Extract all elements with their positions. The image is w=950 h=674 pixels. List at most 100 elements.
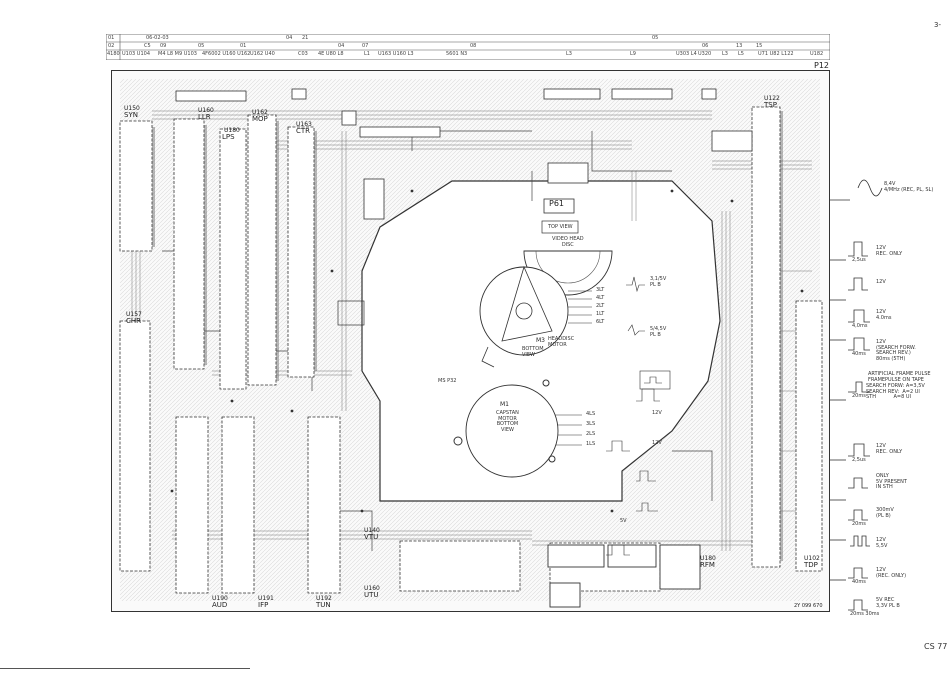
wave-8-label: 12V REC. ONLY [876,443,903,455]
timing-5: 2,5us [852,457,866,463]
chip-tdp-label: TDP [804,561,818,569]
ref-r1-c4: 21 [302,35,309,41]
ref-r3-c6: C03 [298,51,308,57]
chip-ifp-label: IFP [258,601,269,609]
wave-small-3: 12V [652,410,662,416]
ref-r3-c10: 5601 N3 [446,51,468,57]
ref-r2-c2: C5 [144,43,151,49]
ref-r2-c11: 15 [756,43,763,49]
wave-10-label: 300mV (PL B) [876,507,894,519]
wave-small-2: 5/4,5V PL B [650,326,667,338]
video-head-disc-label: VIDEO HEAD DISC [552,236,584,248]
chip-u163-id: U163 [296,121,312,128]
ref-r3-c7: 4E U80 L8 [318,51,344,57]
pcb-board: U150 SYN U160 LLR U180 LPS U162 MOP U163… [111,70,830,612]
ref-r3-c11: L3 [566,51,572,57]
timing-3: 40ms [852,351,866,357]
ref-r1-c2: 06-02-03 [146,35,169,41]
wave-6-label: ARTIFICIAL FRAME PULSE FRAMEPULSE ON TAP… [868,371,931,383]
ref-r3-c14: U320 [698,51,712,57]
chip-u122-id: U122 [764,95,780,102]
ref-r3-c18: U182 [810,51,824,57]
ms-label: MS P32 [438,378,457,384]
capstan-motor-label: CAPSTAN MOTOR BOTTOM VIEW [496,410,519,433]
ref-r2-c7: 07 [362,43,369,49]
board-label: P12 [814,61,830,70]
wave-1-label: 8,4V 4/MHz (REC, PL, SL) [884,181,934,193]
chip-lps-label: LPS [222,133,235,141]
chip-llr-label: LLR [198,113,211,121]
ref-r2-c3: 09 [160,43,167,49]
pin-1lt: 1LT [596,311,605,317]
bottom-view-label: BOTTOM VIEW [522,346,544,358]
chip-u160-id: U160 [198,107,214,114]
chip-u157-id: U157 [126,311,142,318]
reference-table: 01 06-02-03 04 21 05 02 C5 09 05 01 04 0… [106,34,830,60]
ref-r2-c1: 02 [108,43,115,49]
pin-6lt: 6LT [596,319,605,325]
wave-small-5: 5V [620,518,627,524]
timing-8: 20ms 30ms [850,611,880,617]
ref-r1-c3: 04 [286,35,293,41]
timing-2: 4,0ms [852,323,868,329]
wave-12-label: 12V (REC. ONLY) [876,567,907,579]
page-footer-code: CS 77 3 [924,642,950,651]
pin-4lt: 4LT [596,295,605,301]
chip-u190-id: U190 [212,595,228,602]
wave-2-label: 12V REC. ONLY [876,245,903,257]
ref-r3-c8: L1 [364,51,370,57]
ref-r3-c1: 4180 [107,51,120,57]
wave-9-label: ONLY 5V PRESENT IN STH [876,473,907,490]
chip-u180-id: U180 [224,127,240,134]
timing-4: 20ms [852,393,866,399]
ref-r1-c1: 01 [108,35,115,41]
chip-u140-id: U140 [364,527,380,534]
pin-3lt: 3LT [596,287,605,293]
ref-r3-c9: U163 U160 L3 [378,51,414,57]
chip-u191-id: U191 [258,595,274,602]
pin-2ls: 2LS [586,431,596,437]
ref-r3-c16: L5 [738,51,744,57]
chip-mop-label: MOP [252,115,268,123]
chip-tsp-label: TSP [764,101,777,109]
ref-r3-c13: U303 L4 [676,51,697,57]
chip-u102-id: U102 [804,555,820,562]
chip-u162-id: U162 [252,109,268,116]
chip-ctr-label: CTR [296,127,311,135]
headdisc-motor-label: HEADDISC MOTOR [548,336,575,348]
ref-r3-c12: L9 [630,51,636,57]
wave-3-label: 12V [876,279,886,285]
reference-table-grid [106,34,830,60]
p61-label: P61 [549,199,565,208]
chip-rfm-label: RFM [700,561,715,569]
pin-1ls: 1LS [586,441,596,447]
ref-r1-c5: 05 [652,35,659,41]
board-stamp: 2Y 099 670 [794,603,823,609]
pin-4ls: 4LS [586,411,596,417]
chip-vtu-label: VTU [364,533,379,541]
timing-7: 40ms [852,579,866,585]
wave-13-label: 5V REC 3,3V PL B [876,597,900,609]
wave-7-label: SEARCH FORW: A=3,5V SEARCH REV: A=2 UI S… [866,383,925,400]
ref-r3-c3: M4 L8 M9 U103 [158,51,197,57]
wave-5-label: 12V (SEARCH FORW. SEARCH REV.) 80ms (5TH… [876,339,916,362]
pin-3ls: 3LS [586,421,596,427]
ref-r2-c10: 13 [736,43,743,49]
ref-r2-c6: 04 [338,43,345,49]
ref-r3-c2: U103 U104 [122,51,150,57]
page-corner-number: 3- [934,21,941,29]
m3-label: M3 [536,337,545,344]
chip-tun-label: TUN [316,601,331,609]
timing-6: 20ms [852,521,866,527]
scope-boxes [606,388,660,556]
chip-utu-label: UTU [364,591,379,599]
chip-aud-label: AUD [212,601,228,609]
chip-u192-id: U192 [316,595,332,602]
chip-u160b-id: U160 [364,585,380,592]
ref-r2-c8: 08 [470,43,477,49]
wave-4-label: 12V 4.0ms [876,309,892,321]
top-view-label: TOP VIEW [548,224,573,230]
chip-chr-label: CHR [126,317,142,325]
ref-r2-c9: 06 [702,43,709,49]
ref-r3-c15: L3 [722,51,728,57]
